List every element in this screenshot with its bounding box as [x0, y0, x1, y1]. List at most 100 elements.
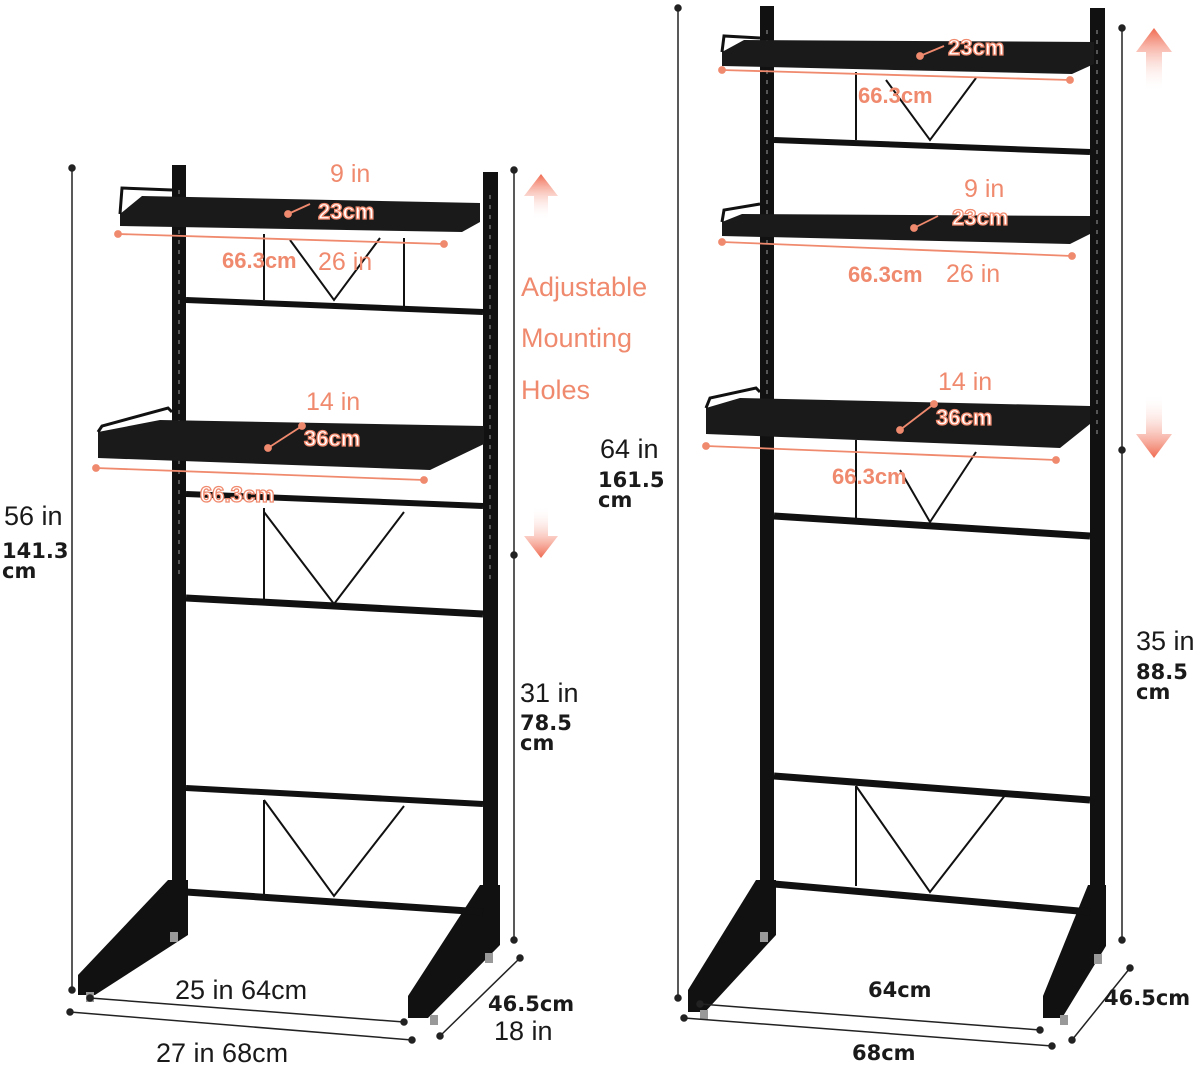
right-second-width-line — [721, 241, 1073, 257]
right-outer-width-dot — [1048, 1042, 1056, 1050]
left-total-height-cm: 141.3 cm — [2, 539, 69, 583]
left-adjust-arrows — [524, 174, 558, 558]
right-second-shelf-width-in: 26 in — [946, 260, 1001, 288]
right-total-height-cm: 161.5 cm — [598, 468, 665, 512]
right-third-depth-dot — [930, 400, 938, 408]
left-mid-shelf-width-cm: 66.3cm — [199, 482, 275, 507]
right-top-depth-line — [919, 45, 945, 57]
left-top-shelf-width-in: 26 in — [318, 248, 373, 276]
right-rack-leveler — [760, 932, 768, 942]
left-mid-depth-dot — [298, 422, 306, 430]
right-clearance-dot — [1118, 24, 1126, 32]
right-rack-second-shelf — [722, 214, 1090, 244]
left-rack-right-upright — [483, 172, 498, 907]
left-rack-bar — [185, 594, 484, 618]
right-total-height-in: 64 in — [600, 434, 659, 464]
right-rack-leveler — [700, 1010, 708, 1020]
left-rack-bar — [185, 888, 484, 916]
right-total-height-dot — [674, 994, 682, 1002]
right-top-width-dot — [1066, 76, 1074, 84]
left-outer-width: 27 in 68cm — [156, 1038, 289, 1068]
left-mid-width-dot — [92, 464, 100, 472]
adjustable-mounting-holes-label: Adjustable Mounting Holes — [521, 262, 647, 416]
left-rack-top-shelf — [120, 196, 480, 232]
right-rack — [688, 6, 1106, 1025]
up-arrow-icon — [524, 174, 558, 220]
right-top-width-line — [721, 69, 1071, 81]
right-clearance-cm: 88.5 cm — [1136, 660, 1188, 704]
left-top-depth-line — [287, 203, 311, 215]
left-rack-left-foot — [78, 880, 188, 995]
right-clearance-in: 35 in — [1136, 626, 1195, 656]
left-total-height-dot — [68, 164, 76, 172]
left-mid-depth-line — [267, 425, 303, 449]
left-rack-shelf-measures — [92, 203, 448, 484]
left-depth-dot — [436, 1032, 444, 1040]
left-depth-in: 18 in — [494, 1016, 553, 1046]
right-third-width-dot — [1052, 456, 1060, 464]
left-mid-depth-dot — [264, 444, 272, 452]
right-depth-dot — [1068, 1036, 1076, 1044]
left-inner-width-dot — [400, 1018, 408, 1026]
right-rack-right-foot — [1043, 885, 1106, 1018]
right-third-shelf-depth-cm: 36cm — [935, 405, 993, 430]
right-rack-bar — [773, 512, 1091, 540]
left-rack-leveler — [485, 953, 493, 963]
feature-label-line: Mounting — [521, 323, 633, 354]
right-rack-bar — [773, 137, 1091, 155]
left-rack-v-brace — [289, 237, 381, 302]
right-clearance-dot — [1118, 446, 1126, 454]
left-mid-shelf-depth-cm: 36cm — [303, 426, 361, 451]
right-top-shelf-depth-cm: 23cm — [947, 35, 1005, 60]
left-rack-bar — [185, 785, 484, 807]
left-rack-v-brace — [263, 511, 405, 606]
right-depth-cm: 46.5cm — [1104, 986, 1191, 1010]
feature-label-line: Adjustable — [521, 272, 648, 302]
right-rack-bar — [773, 880, 1091, 916]
left-rack-leveler — [170, 932, 178, 942]
left-inner-width: 25 in 64cm — [175, 975, 308, 1005]
left-depth-cm: 46.5cm — [488, 992, 575, 1016]
left-outer-width-line — [69, 1011, 413, 1041]
right-rack-v-brace — [855, 785, 1007, 894]
left-rack-middle-shelf-rail — [96, 406, 174, 433]
right-third-shelf-depth-in: 14 in — [938, 368, 993, 396]
right-second-width-dot — [1068, 252, 1076, 260]
right-third-width-line — [705, 445, 1057, 461]
right-third-depth-dot — [896, 426, 904, 434]
right-rack-second-shelf-rail — [720, 202, 761, 223]
left-depth-dot — [516, 954, 524, 962]
left-rack — [78, 165, 500, 1025]
right-third-shelf-width-cm: 66.3cm — [832, 464, 907, 489]
left-clearance-dot — [510, 551, 518, 559]
down-arrow-icon — [524, 506, 558, 558]
left-rack-bar — [185, 491, 484, 509]
right-top-depth-dot — [916, 52, 924, 60]
left-top-shelf-width-cm: 66.3cm — [222, 248, 297, 273]
left-clearance-in: 31 in — [520, 678, 579, 708]
right-inner-width-dot — [696, 1000, 704, 1008]
left-mid-width-line — [95, 467, 425, 481]
right-rack-left-foot — [688, 880, 776, 1012]
left-clearance-dot — [510, 936, 518, 944]
right-clearance-dot — [1118, 936, 1126, 944]
right-rack-third-shelf-rail — [704, 386, 762, 409]
left-top-shelf-depth-cm: 23cm — [317, 199, 375, 224]
right-rack-shelf-measures — [702, 45, 1076, 464]
right-third-depth-line — [899, 403, 935, 431]
right-second-shelf-width-cm: 66.3cm — [848, 262, 923, 287]
left-clearance-cm: 78.5 cm — [520, 711, 572, 755]
right-third-width-dot — [702, 442, 710, 450]
right-rack-top-shelf-rail — [720, 34, 761, 53]
left-mid-width-dot — [420, 476, 428, 484]
left-outer-width-dot — [66, 1008, 74, 1016]
left-top-width-line — [117, 233, 445, 245]
right-rack-leveler — [1094, 954, 1102, 964]
right-inner-width-dot — [1036, 1026, 1044, 1034]
left-top-width-dot — [440, 240, 448, 248]
right-depth-dot — [1126, 964, 1134, 972]
right-outer-width-line — [683, 1017, 1053, 1047]
down-arrow-icon — [1136, 394, 1172, 458]
right-rack-top-shelf — [722, 40, 1094, 74]
up-arrow-icon — [1136, 28, 1172, 92]
